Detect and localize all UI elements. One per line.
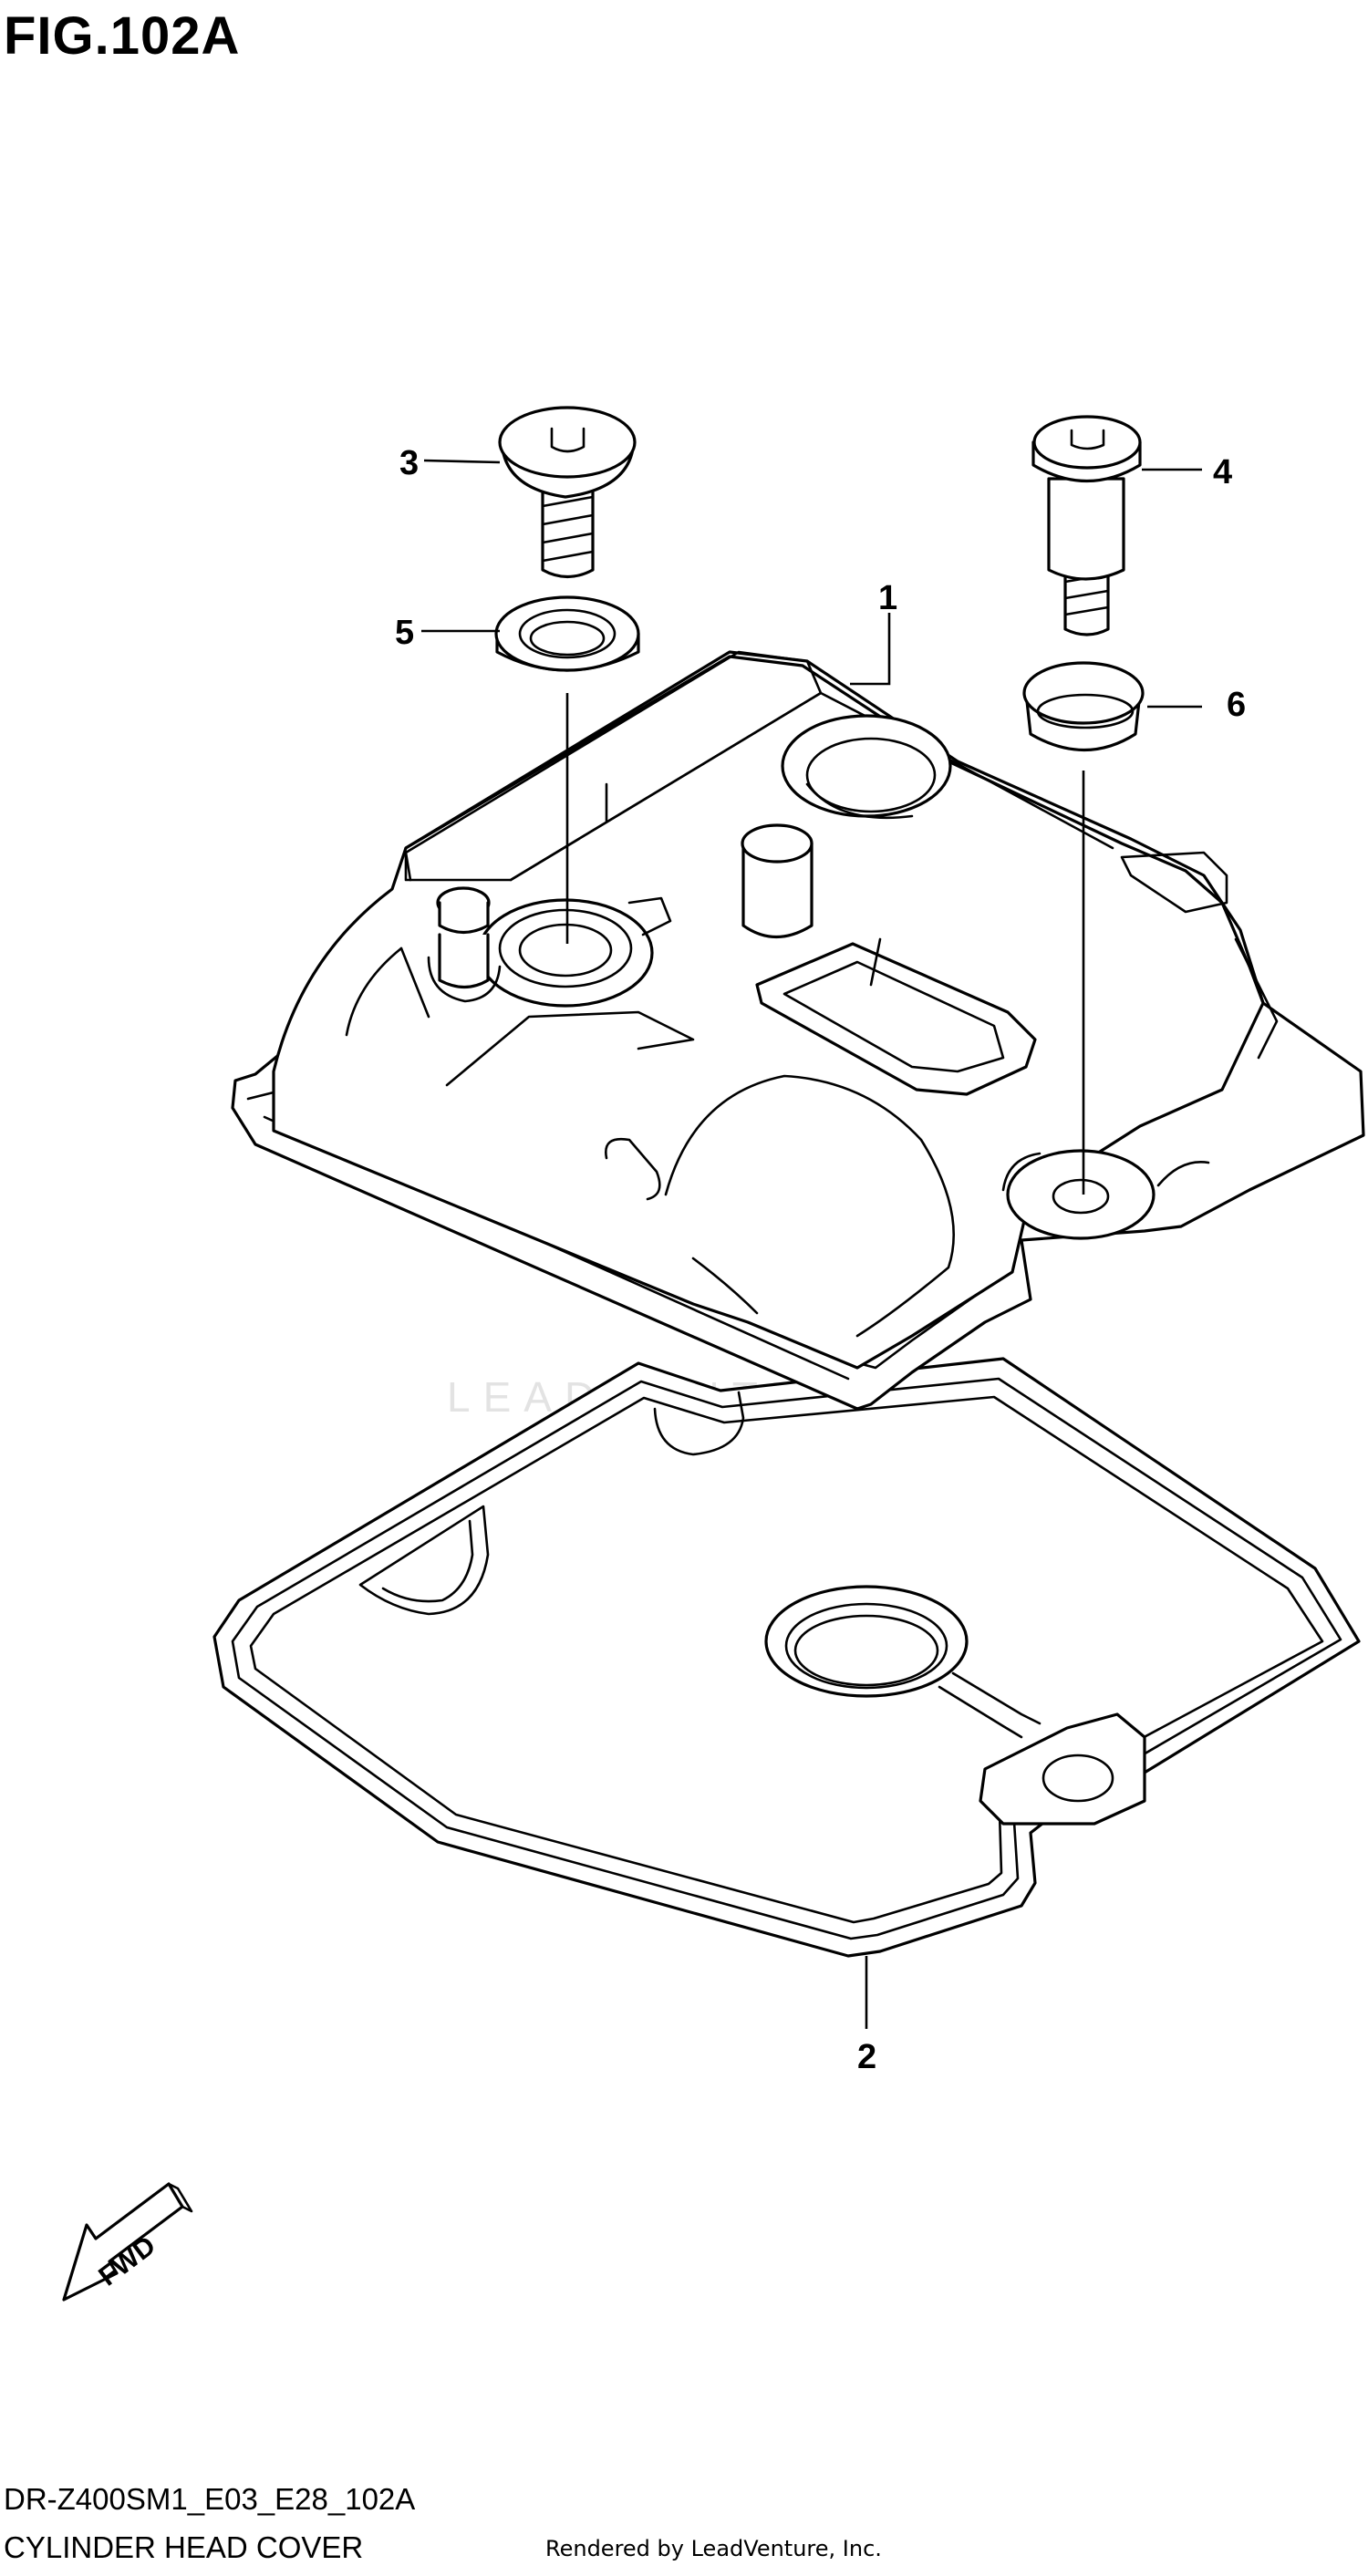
bolt-4[interactable] (1031, 415, 1142, 636)
callout-2: 2 (857, 2038, 876, 2076)
callout-5: 5 (395, 614, 414, 652)
callout-3: 3 (399, 444, 419, 482)
callout-1: 1 (878, 579, 897, 617)
diagram-code: DR-Z400SM1_E03_E28_102A (4, 2482, 416, 2516)
cover-gasket[interactable] (212, 1357, 1361, 1958)
bolt-3[interactable] (498, 406, 637, 579)
seal-6[interactable] (1022, 661, 1145, 752)
callout-6: 6 (1227, 686, 1246, 724)
fwd-arrow-icon: FWD (62, 2182, 193, 2302)
section-name: CYLINDER HEAD COVER (4, 2530, 364, 2564)
leader-lines (421, 459, 1202, 2029)
callout-4: 4 (1213, 453, 1232, 491)
figure-title: FIG.102A (4, 6, 241, 66)
rendered-by-credit: Rendered by LeadVenture, Inc. (545, 2536, 882, 2561)
washer-5[interactable] (494, 595, 640, 672)
cylinder-head-cover[interactable] (231, 650, 1365, 1411)
